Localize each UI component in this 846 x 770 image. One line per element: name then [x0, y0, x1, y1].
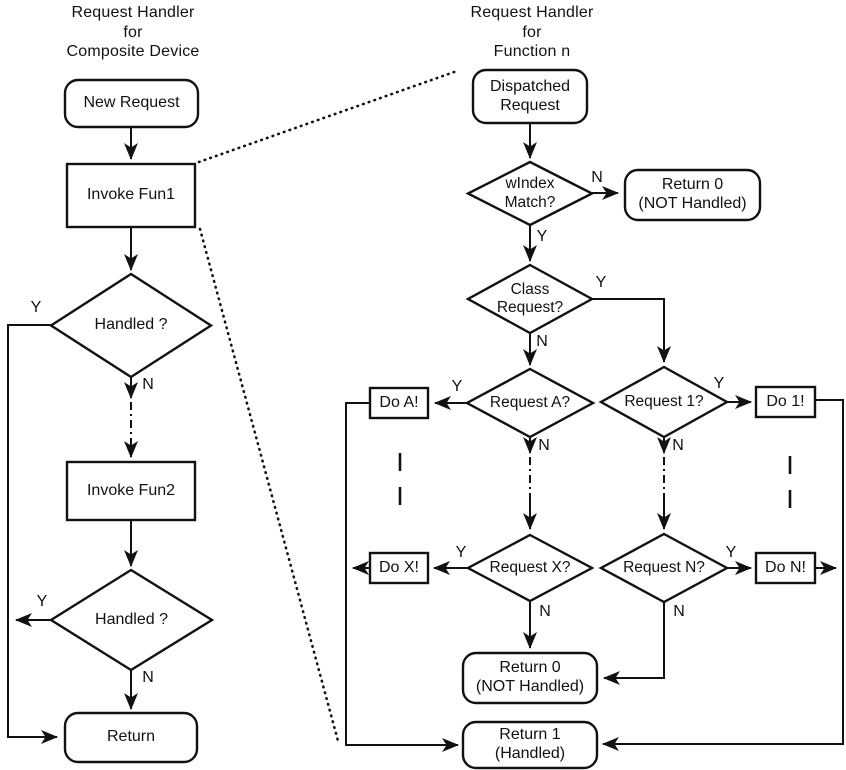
request-n-diamond — [598, 532, 730, 604]
class-request-diamond — [465, 263, 595, 335]
path-doa-return1 — [345, 402, 459, 752]
left-chart-title: Request Handler for Composite Device — [66, 4, 200, 61]
requestn-yes-label: Y — [725, 544, 737, 561]
return-shape — [63, 711, 199, 764]
invoke-fun1-shape — [65, 162, 197, 229]
return0-bottom-shape — [461, 651, 599, 705]
request-a-diamond — [464, 367, 596, 439]
handled1-no-label: N — [142, 376, 154, 393]
handled-1-diamond — [48, 272, 214, 379]
do-n-shape — [754, 551, 817, 585]
requestx-no-label: N — [539, 603, 551, 620]
zoom-link-top-dotted-line — [197, 69, 459, 164]
requesta-no-label: N — [538, 437, 550, 454]
handled2-no-label: N — [142, 669, 154, 686]
path-class-yes-request1 — [592, 298, 671, 363]
handled1-yes-label: Y — [30, 299, 42, 316]
request-1-diamond — [598, 365, 730, 439]
handled2-yes-label: Y — [36, 593, 48, 610]
path-do1-return1 — [602, 399, 844, 751]
return1-shape — [461, 720, 599, 770]
request1-yes-label: Y — [713, 375, 725, 392]
do-x-shape — [368, 551, 430, 585]
path-requestn-no-return0 — [603, 602, 665, 685]
handled-2-diamond — [48, 568, 215, 672]
do-1-shape — [754, 385, 817, 419]
do-a-shape — [368, 386, 430, 420]
windex-yes-label: Y — [536, 228, 548, 245]
requesta-yes-label: Y — [451, 378, 463, 395]
return0-top-shape — [623, 168, 762, 222]
request1-no-label: N — [672, 437, 684, 454]
new-request-shape — [63, 78, 200, 129]
zoom-link-bottom-dotted-line — [198, 227, 340, 743]
class-yes-label: Y — [595, 274, 607, 291]
dispatched-request-shape — [471, 68, 589, 125]
requestx-yes-label: Y — [455, 544, 467, 561]
windex-match-diamond — [465, 160, 595, 227]
class-no-label: N — [536, 333, 548, 350]
path-handled1-yes-return — [7, 324, 58, 744]
requestn-no-label: N — [673, 603, 685, 620]
windex-no-label: N — [591, 169, 603, 186]
request-x-diamond — [465, 533, 595, 603]
right-chart-title: Request Handler for Function n — [470, 4, 594, 61]
invoke-fun2-shape — [65, 460, 197, 522]
